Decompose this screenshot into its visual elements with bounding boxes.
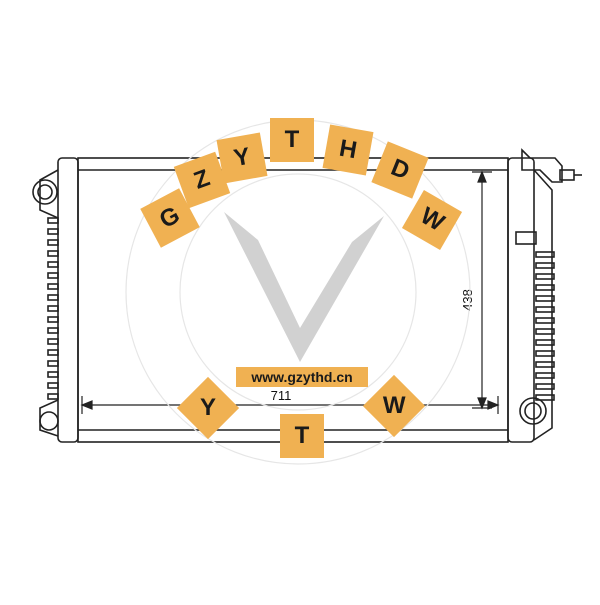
watermark-letter-h-text: H [337,134,359,165]
right-tank [507,157,535,443]
width-arrow-left [80,400,93,410]
left-upper-fitting [32,179,58,205]
left-fin [47,393,59,400]
right-fin [535,306,555,313]
left-tank [57,157,79,443]
right-lower-fitting-inner [524,402,542,420]
left-fin [47,217,59,224]
left-fin [47,349,59,356]
right-lower-fitting [519,397,547,425]
left-fin [47,272,59,279]
left-fin [47,382,59,389]
height-dimension [472,170,492,410]
left-fin-set [47,217,59,400]
watermark-letter-d-text: D [387,153,414,186]
left-upper-fitting-inner [37,184,53,200]
right-fin [535,295,555,302]
right-tank-side [533,169,553,441]
watermark-letter-w-text: W [415,202,449,237]
watermark-letter-t-text: T [284,126,300,153]
watermark-bottom-letter-w-text: W [382,392,406,419]
watermark-bottom-letter-t: T [280,414,324,458]
right-fin [535,262,555,269]
right-fin [535,273,555,280]
watermark-bottom-letter-t-text: T [294,422,310,449]
watermark-letter-y-text: Y [231,142,253,173]
left-fin [47,338,59,345]
height-dimension-label: 438 [460,289,475,311]
height-arrow-top [477,170,487,183]
v-chevron-logo [224,212,384,362]
watermark-bottom-letter-y-text: Y [199,393,217,421]
right-fin [535,328,555,335]
right-fin [535,350,555,357]
height-arrow-bottom [477,397,487,410]
left-fin [47,250,59,257]
watermark-inner-circle [179,173,417,411]
width-arrow-right [487,400,500,410]
width-dimension-label: 711 [271,388,292,403]
left-fin [47,261,59,268]
right-fin-set [535,251,555,401]
right-fin [535,394,555,401]
left-fin [47,327,59,334]
right-fin [535,317,555,324]
left-fin [47,360,59,367]
radiator-outline [32,148,582,443]
left-tank-bracket [39,169,59,219]
left-fin [47,283,59,290]
left-fin [47,239,59,246]
watermark-url-banner: www.gzythd.cn [236,367,368,387]
width-dimension [80,396,500,414]
watermark-letter-h: H [322,124,374,176]
right-fin [535,339,555,346]
left-lower-fitting [39,411,59,431]
left-fin [47,294,59,301]
left-fin [47,316,59,323]
right-fin [535,383,555,390]
left-fin [47,305,59,312]
right-fin [535,284,555,291]
watermark-letter-y: Y [216,132,268,184]
right-tank-label [515,231,537,245]
left-fin [47,228,59,235]
watermark-letter-g-text: G [155,201,185,234]
right-fin [535,251,555,258]
watermark-letter-t: T [270,118,314,162]
watermark-letter-z-text: Z [190,164,214,195]
right-fin [535,372,555,379]
right-fin [535,361,555,368]
v-chevron-logo-shape [224,212,384,362]
right-filler-neck [521,148,563,183]
left-fin [47,371,59,378]
